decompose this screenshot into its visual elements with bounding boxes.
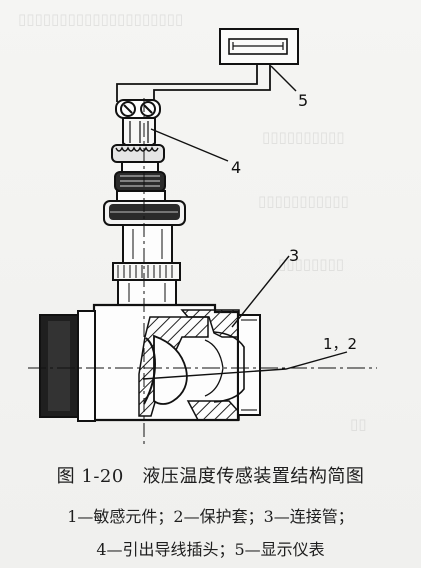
- callout-4-label: 4: [231, 158, 242, 177]
- callout-5-label: 5: [298, 91, 309, 110]
- display-instrument: [219, 28, 299, 65]
- bleed-through-text: ▯▯▯▯▯▯▯▯▯▯: [262, 128, 345, 146]
- center-lines: [28, 98, 377, 446]
- sensor-body: [39, 303, 261, 422]
- bleed-through-text: ▯▯▯▯▯▯▯▯▯▯▯▯▯▯▯▯▯▯▯▯: [18, 10, 184, 28]
- callout-1-2-label: 1，2: [323, 335, 358, 353]
- bleed-through-text: ▯▯▯▯▯▯▯▯▯▯▯: [258, 192, 349, 210]
- callout-3-label: 3: [289, 246, 300, 265]
- figure-caption-line-2: 4—引出导线插头；5—显示仪表: [96, 540, 325, 559]
- figure-caption-line-1: 1—敏感元件；2—保护套；3—连接管；: [67, 507, 354, 526]
- bleed-through-text: ▯▯: [350, 415, 367, 433]
- protective-sleeve: [112, 224, 181, 306]
- figure-caption-title: 图 1-20 液压温度传感装置结构简图: [56, 466, 365, 487]
- leader-lines: [142, 65, 348, 380]
- bleed-through-text: ▯▯▯▯▯▯▯▯: [278, 255, 345, 273]
- signal-wires: [116, 64, 271, 102]
- lead-wire-plug: [111, 99, 166, 192]
